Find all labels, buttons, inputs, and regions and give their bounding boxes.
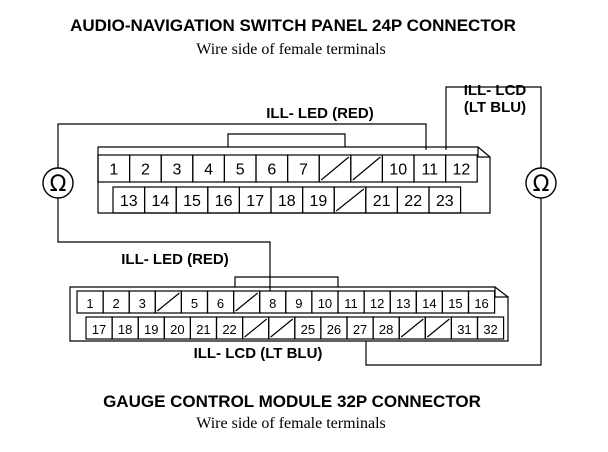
pin-cavity	[445, 154, 478, 183]
empty-cavity-slash	[270, 318, 294, 338]
pin-number: 14	[422, 296, 436, 311]
pin-number: 6	[267, 162, 276, 179]
pin-number: 21	[373, 193, 391, 210]
top-label-ill-lcd: ILL- LCD	[464, 82, 527, 99]
pin-number: 16	[474, 296, 488, 311]
right-ohmmeter: Ω	[525, 167, 557, 199]
test-leads	[57, 86, 542, 366]
pin-number: 22	[222, 322, 236, 337]
left-ohmmeter: Ω	[42, 167, 74, 199]
bottom-connector-subtitle: Wire side of female terminals	[196, 415, 386, 432]
pin-number: 22	[404, 193, 422, 210]
pin-number: 4	[204, 162, 213, 179]
pin-number: 18	[118, 322, 132, 337]
ohm-icon: Ω	[533, 172, 550, 197]
pin-number: 11	[344, 296, 358, 311]
pin-number: 17	[92, 322, 106, 337]
pin-number: 27	[353, 322, 367, 337]
ohm-icon: Ω	[50, 172, 67, 197]
pin-number: 5	[236, 162, 245, 179]
empty-cavity-slash	[400, 318, 424, 338]
pin-number: 10	[318, 296, 332, 311]
bottom-connector-title: GAUGE CONTROL MODULE 32P CONNECTOR	[103, 392, 481, 411]
pin-cavity	[467, 290, 496, 314]
empty-cavity-slash	[335, 188, 365, 212]
pin-number: 10	[389, 162, 407, 179]
empty-cavity-slash	[244, 318, 268, 338]
pin-number: 7	[299, 162, 308, 179]
top-label-ill-lcd-color: (LT BLU)	[464, 99, 526, 116]
pin-number: 15	[183, 193, 201, 210]
pin-number: 25	[301, 322, 315, 337]
top-connector-subtitle: Wire side of female terminals	[196, 41, 386, 58]
empty-cavity-slash	[156, 292, 180, 312]
empty-cavity-slash	[426, 318, 450, 338]
pin-number: 3	[139, 296, 146, 311]
pin-number: 2	[113, 296, 120, 311]
empty-cavity-slash	[235, 292, 259, 312]
pin-number: 1	[109, 162, 118, 179]
pin-cavity	[428, 186, 462, 214]
pin-cavity	[476, 316, 505, 340]
pin-number: 3	[173, 162, 182, 179]
bottom-label-ill-lcd: ILL- LCD (LT BLU)	[194, 345, 323, 362]
pin-number: 1	[86, 296, 93, 311]
pin-number: 19	[310, 193, 328, 210]
pin-number: 9	[295, 296, 302, 311]
pin-number: 2	[141, 162, 150, 179]
bottom-label-ill-led: ILL- LED (RED)	[121, 251, 228, 268]
top-connector-title: AUDIO-NAVIGATION SWITCH PANEL 24P CONNEC…	[70, 16, 516, 35]
pin-number: 18	[278, 193, 296, 210]
top-label-ill-led: ILL- LED (RED)	[266, 105, 373, 122]
pin-number: 6	[217, 296, 224, 311]
pin-number: 16	[215, 193, 233, 210]
pin-number: 14	[152, 193, 170, 210]
pin-number: 32	[483, 322, 497, 337]
pin-number: 5	[191, 296, 198, 311]
pin-number: 21	[196, 322, 210, 337]
pin-number: 13	[396, 296, 410, 311]
pin-number: 15	[448, 296, 462, 311]
empty-cavity-slash	[320, 156, 350, 181]
pin-number: 28	[379, 322, 393, 337]
pin-number: 23	[436, 193, 454, 210]
pin-number: 12	[453, 162, 471, 179]
pin-number: 11	[421, 162, 438, 179]
pin-number: 31	[457, 322, 471, 337]
pin-number: 8	[269, 296, 276, 311]
pin-number: 13	[120, 193, 138, 210]
pin-number: 19	[144, 322, 158, 337]
empty-cavity-slash	[352, 156, 381, 181]
pin-number: 12	[370, 296, 384, 311]
pin-number: 17	[246, 193, 264, 210]
pin-number: 20	[170, 322, 184, 337]
pin-number: 26	[327, 322, 341, 337]
